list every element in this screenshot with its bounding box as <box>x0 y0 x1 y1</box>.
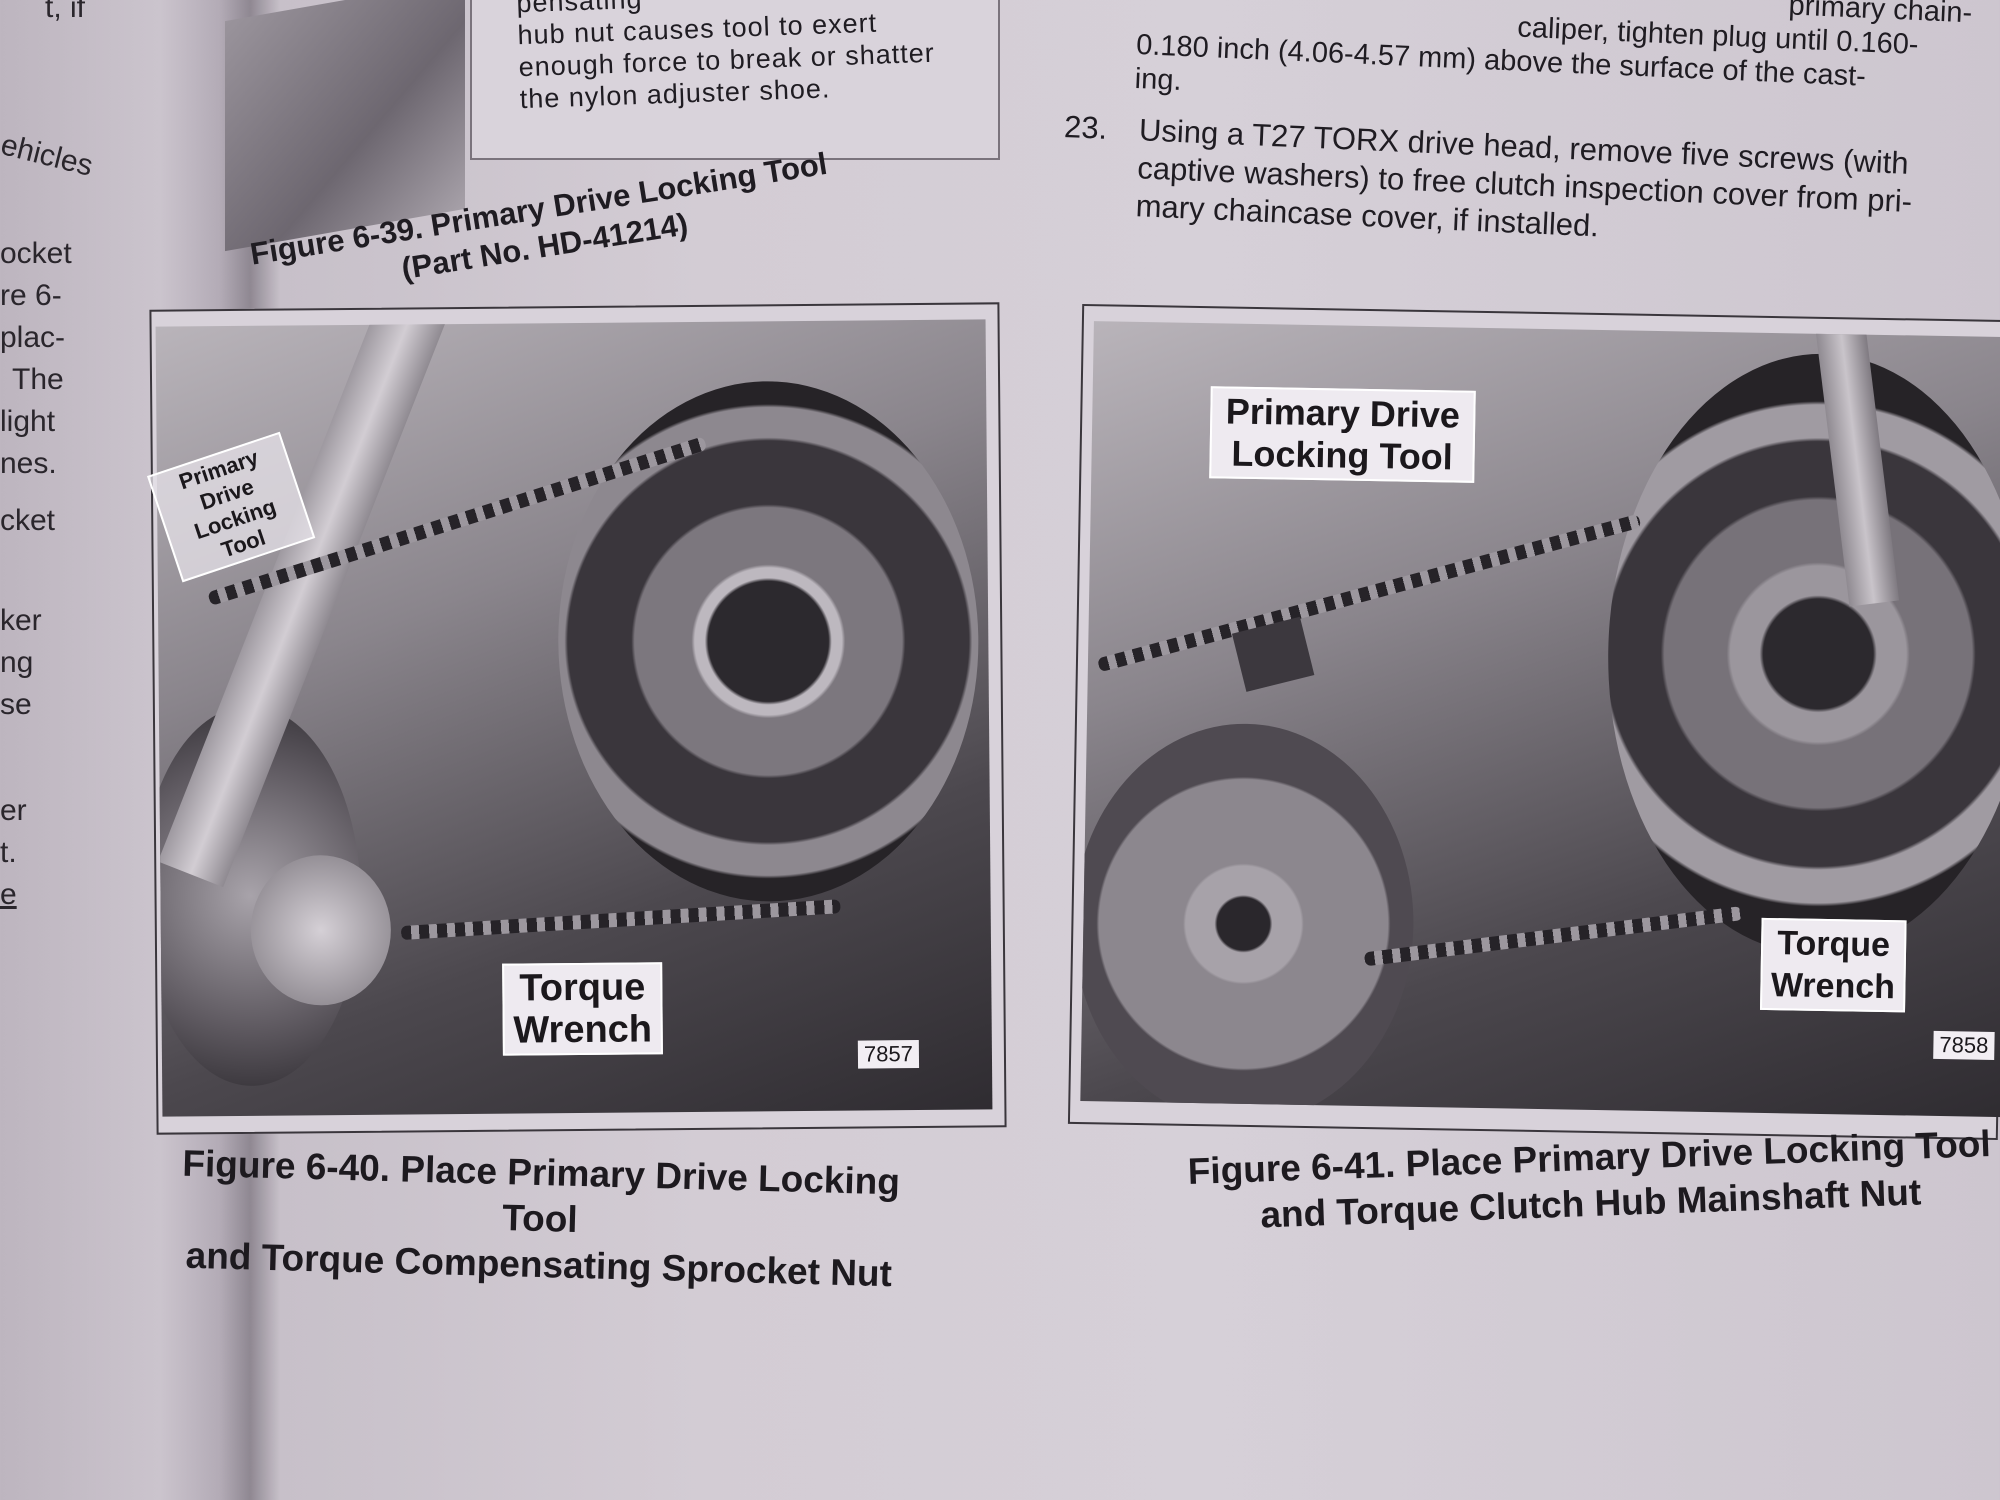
image-number: 7858 <box>1933 1030 1995 1060</box>
caution-text: pensating hub nut causes tool to exert e… <box>516 0 936 115</box>
margin-text: e <box>0 878 17 911</box>
figure-6-41: Primary Drive Locking Tool Torque Wrench… <box>1067 303 2000 1141</box>
figure-6-40-caption: Figure 6-40. Place Primary Drive Locking… <box>168 1140 911 1297</box>
margin-text: re 6- <box>0 279 62 312</box>
step-23: 23. Using a T27 TORX drive head, remove … <box>1060 108 1914 259</box>
margin-text: cket <box>0 504 56 537</box>
margin-text: ker <box>0 604 42 637</box>
caution-box <box>470 0 1000 160</box>
margin-text: ocket <box>0 237 72 270</box>
margin-text: er <box>0 794 27 827</box>
primary-drive-locking-tool-label: Primary Drive Locking Tool <box>1209 386 1476 483</box>
figure-6-40: Primary Drive Locking Tool Torque Wrench… <box>146 302 1007 1135</box>
primary-chain <box>1096 513 1642 673</box>
primary-chain <box>1363 906 1743 967</box>
margin-text: nes. <box>0 447 57 480</box>
clutch-basket <box>1603 350 2000 958</box>
margin-text: plac- <box>0 321 66 354</box>
primary-chain <box>400 899 841 941</box>
margin-text: The <box>12 363 64 396</box>
step-number: 23. <box>1063 108 1109 146</box>
margin-text: t. <box>0 836 17 869</box>
margin-text: t, if <box>45 0 86 24</box>
top-right-text: primary chain- caliper, tighten plug unt… <box>1134 0 1973 132</box>
clutch-basket <box>556 379 981 904</box>
margin-text: ehicles <box>0 128 97 183</box>
margin-text: light <box>0 405 56 438</box>
margin-text: ng <box>0 646 34 679</box>
torque-wrench-label: Torque Wrench <box>502 962 663 1056</box>
wrench-head <box>250 854 392 1006</box>
torque-wrench-label: Torque Wrench <box>1760 917 1907 1013</box>
compensating-sprocket <box>1080 720 1417 1118</box>
figure-6-41-caption: Figure 6-41. Place Primary Drive Locking… <box>1179 1121 2000 1242</box>
image-number: 7857 <box>857 1040 920 1069</box>
margin-text: se <box>0 688 32 721</box>
